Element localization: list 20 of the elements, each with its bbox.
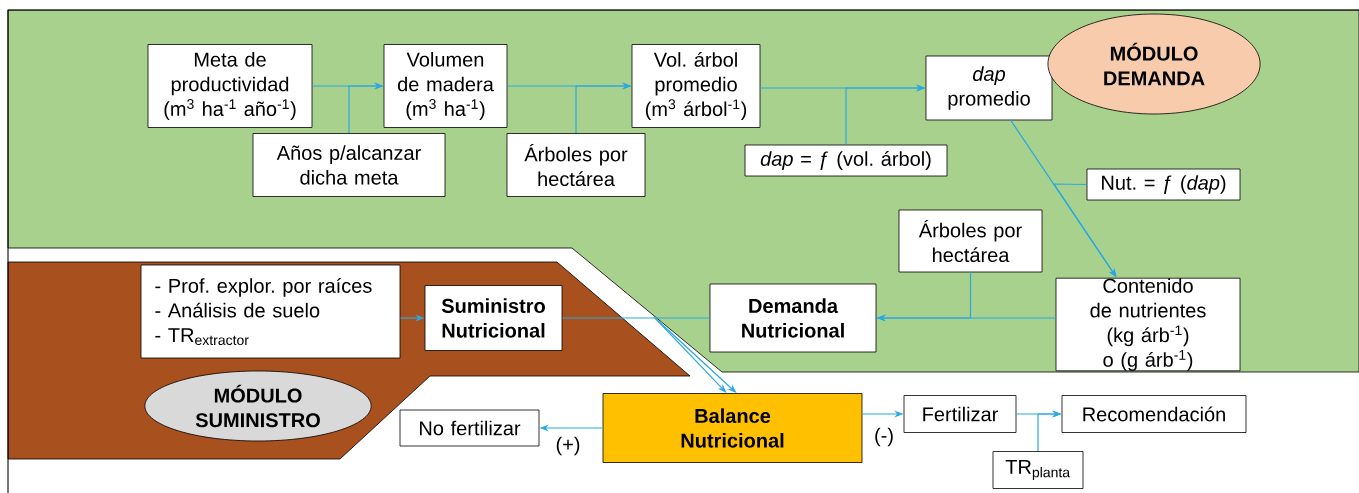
- process-box: dap = ƒ (vol. árbol): [744, 144, 948, 177]
- process-box: dap promedio: [925, 55, 1053, 121]
- process-box: Demanda Nutricional: [709, 283, 877, 353]
- process-box: Vol. árbol promedio (m$^{3}$ árbol$^{-1}$): [631, 44, 761, 128]
- process-box: Recomendación: [1061, 395, 1247, 433]
- process-box: Contenido de nutrientes (kg árb$^{-1}$) o (g árb$^{-1}$): [1055, 277, 1241, 372]
- process-box: Balance Nutricional: [602, 393, 863, 463]
- process-box: Suministro Nutricional: [424, 285, 563, 351]
- edge-label: (+): [554, 435, 582, 457]
- input-list-box: - Prof. explor. por raíces - Análisis de suelo $\text{- TR}_{\text{extractor}}$: [140, 264, 401, 359]
- process-box: Árboles por hectárea: [898, 209, 1043, 273]
- process-box: No fertilizar: [399, 409, 540, 447]
- process-box: Volumen de madera (m$^{3}$ ha$^{-1}$): [383, 44, 508, 128]
- process-box: Árboles por hectárea: [506, 133, 646, 197]
- process-box: $\text{TR}_{\text{planta}}$: [992, 451, 1084, 489]
- process-box: Años p/alcanzar dicha meta: [252, 133, 446, 197]
- process-box: Fertilizar: [903, 395, 1017, 433]
- edge-label: (-): [872, 426, 896, 448]
- process-box: Nut. = ƒ (dap): [1086, 168, 1241, 201]
- process-box: Meta de productividad (m$^{3}$ ha$^{-1}$ año$^{-1}$): [147, 44, 313, 128]
